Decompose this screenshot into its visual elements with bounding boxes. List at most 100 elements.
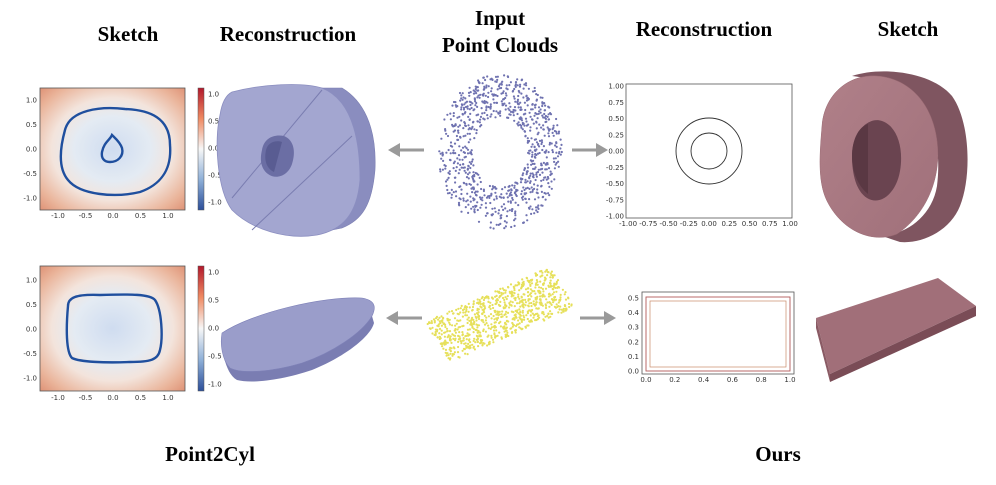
point xyxy=(468,338,471,341)
point xyxy=(534,153,537,156)
point xyxy=(520,295,523,298)
point xyxy=(494,295,497,298)
point xyxy=(459,319,462,322)
point xyxy=(441,342,444,345)
point xyxy=(494,290,497,293)
point xyxy=(519,305,522,308)
point xyxy=(498,296,501,299)
y-tick-label: 0.2 xyxy=(628,338,639,346)
point xyxy=(548,106,551,109)
point xyxy=(548,305,551,308)
point xyxy=(438,335,441,338)
point xyxy=(493,101,496,104)
point xyxy=(547,128,550,131)
point xyxy=(539,280,542,283)
point xyxy=(496,94,499,98)
point xyxy=(505,192,508,195)
point xyxy=(525,170,528,173)
point xyxy=(541,167,544,170)
point xyxy=(431,332,434,335)
point xyxy=(516,98,520,101)
point xyxy=(484,206,488,209)
point xyxy=(462,337,465,340)
point xyxy=(524,178,527,181)
point xyxy=(441,151,444,154)
header-right-sketch: Sketch xyxy=(877,17,939,41)
point xyxy=(473,337,476,340)
point xyxy=(460,188,463,191)
point xyxy=(442,347,445,350)
point xyxy=(461,333,464,336)
point xyxy=(546,274,549,277)
point xyxy=(540,142,543,146)
point xyxy=(539,111,542,114)
point xyxy=(504,207,507,210)
point xyxy=(530,186,533,189)
point xyxy=(444,348,448,351)
point xyxy=(473,313,476,316)
point xyxy=(534,103,537,106)
point xyxy=(459,185,462,188)
colorbar-tick-label: 0.0 xyxy=(208,145,219,153)
point xyxy=(463,103,466,106)
point xyxy=(527,291,530,294)
point xyxy=(474,100,477,103)
point xyxy=(542,290,545,293)
point xyxy=(544,117,547,120)
point xyxy=(537,204,540,207)
point xyxy=(529,126,532,129)
point xyxy=(545,269,548,272)
point xyxy=(506,210,509,213)
x-tick-label: 0.75 xyxy=(762,220,778,228)
point xyxy=(439,168,442,171)
point xyxy=(541,104,544,108)
x-tick-label: -0.50 xyxy=(659,220,677,228)
point xyxy=(455,134,458,138)
point xyxy=(519,314,522,317)
point xyxy=(499,325,502,328)
point xyxy=(470,207,473,210)
point xyxy=(503,301,506,304)
point xyxy=(536,280,539,283)
point xyxy=(429,327,432,330)
header-left-reconstruction: Reconstruction xyxy=(219,22,357,46)
point xyxy=(514,217,517,220)
point xyxy=(439,170,442,173)
point xyxy=(482,88,485,91)
colorbar-tick-label: -1.0 xyxy=(208,381,222,389)
point xyxy=(471,102,474,105)
point xyxy=(519,101,522,104)
point xyxy=(517,295,520,298)
point xyxy=(457,355,460,359)
y-tick-label: 0.4 xyxy=(628,309,640,317)
point xyxy=(465,306,468,309)
reconstruction-solid-row2 xyxy=(220,297,375,382)
point xyxy=(549,284,552,287)
point xyxy=(507,200,510,203)
point xyxy=(517,89,520,93)
y-tick-label: -0.75 xyxy=(606,196,624,204)
point xyxy=(555,141,558,144)
point xyxy=(448,318,451,321)
point xyxy=(476,208,479,212)
point xyxy=(530,108,533,111)
point xyxy=(483,111,486,114)
point xyxy=(477,314,480,318)
point xyxy=(551,276,554,279)
point xyxy=(446,329,449,333)
point xyxy=(483,194,486,197)
point xyxy=(472,89,475,92)
point xyxy=(456,351,460,354)
point xyxy=(432,318,436,321)
point xyxy=(545,178,548,181)
point xyxy=(547,135,551,138)
point xyxy=(466,318,469,321)
point xyxy=(475,132,478,135)
x-tick-label: 1.0 xyxy=(784,376,795,384)
point xyxy=(469,152,472,155)
point xyxy=(560,311,563,314)
point xyxy=(449,141,453,144)
point xyxy=(544,168,547,171)
point xyxy=(522,87,525,90)
point xyxy=(535,98,538,101)
